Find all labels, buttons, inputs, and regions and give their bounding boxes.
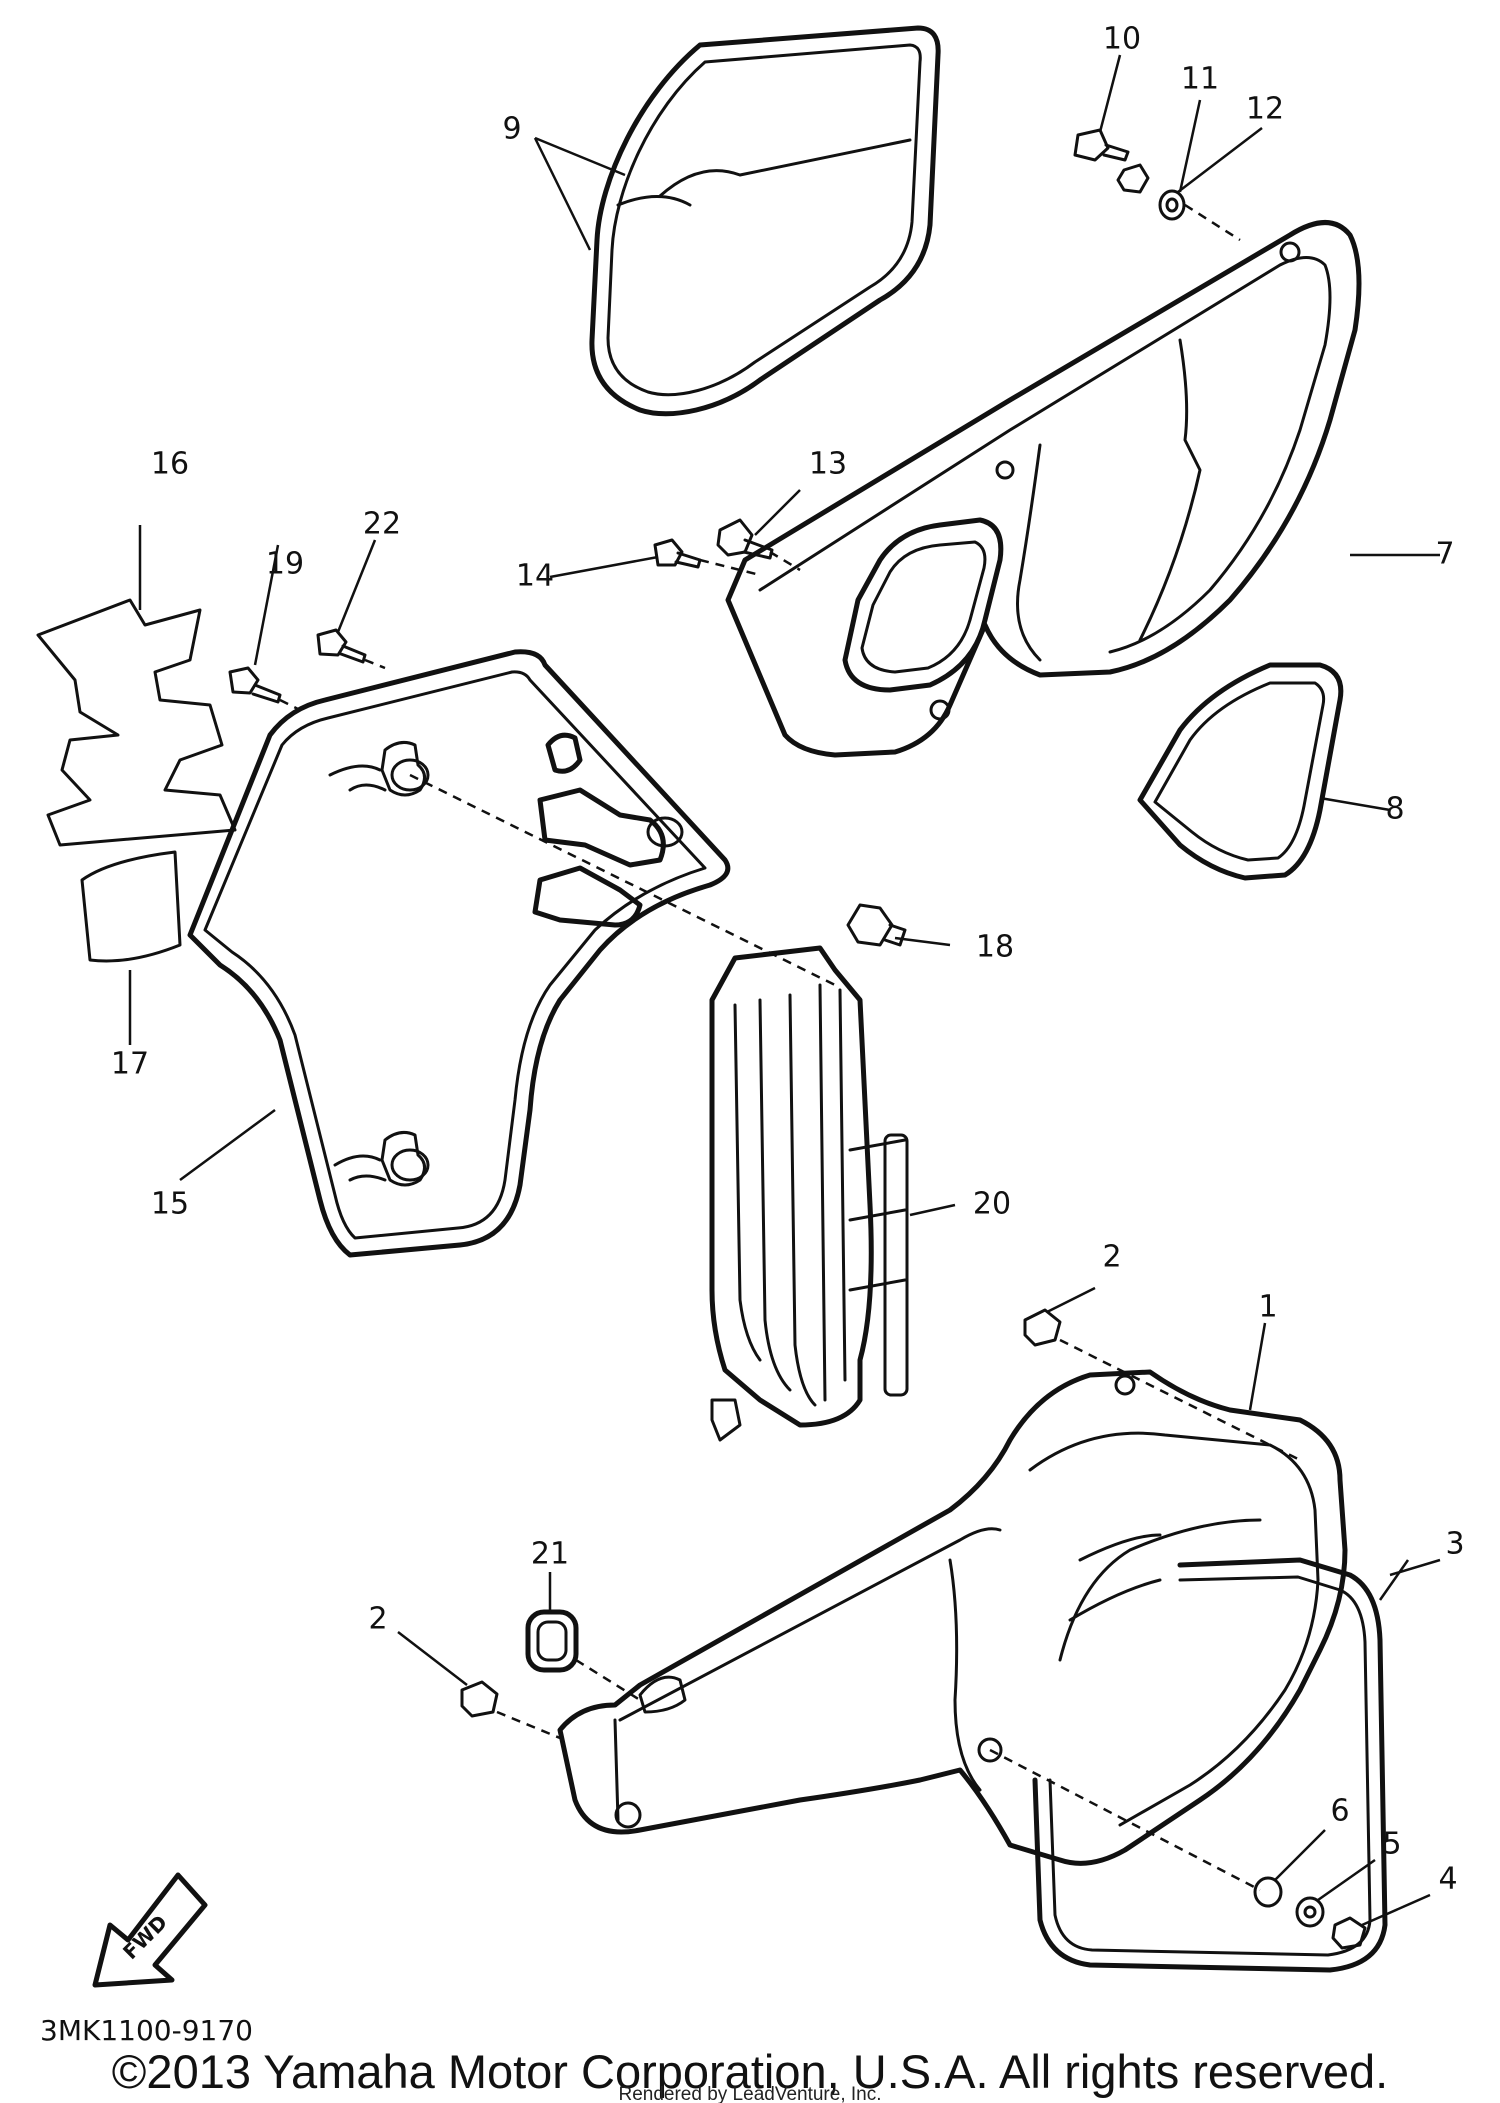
callout-5: 5 bbox=[1382, 1827, 1401, 1862]
callout-19: 19 bbox=[266, 547, 304, 582]
callout-14: 14 bbox=[516, 559, 554, 594]
callout-10: 10 bbox=[1103, 22, 1141, 57]
callout-3: 3 bbox=[1445, 1527, 1464, 1562]
callout-17: 17 bbox=[111, 1047, 149, 1082]
callout-13: 13 bbox=[809, 447, 847, 482]
part-17-pad bbox=[80, 850, 182, 963]
part-8-gasket bbox=[1137, 662, 1344, 881]
callout-22: 22 bbox=[363, 507, 401, 542]
callout-16: 16 bbox=[151, 447, 189, 482]
callout-2-upper: 2 bbox=[1102, 1240, 1121, 1275]
callout-15: 15 bbox=[151, 1187, 189, 1222]
drawing-code: 3MK1100-9170 bbox=[40, 2014, 253, 2047]
callout-9: 9 bbox=[502, 112, 521, 147]
part-20-shroud bbox=[709, 945, 909, 1442]
callout-6: 6 bbox=[1330, 1794, 1349, 1829]
part-1-lower-cover bbox=[557, 1369, 1348, 1866]
leader-lines bbox=[128, 54, 1441, 1927]
callout-21: 21 bbox=[531, 1537, 569, 1572]
callout-11: 11 bbox=[1181, 62, 1219, 97]
part-16-foam bbox=[36, 598, 237, 847]
rendered-by-note: Rendered by LeadVenture, Inc. bbox=[618, 2084, 881, 2103]
callout-8: 8 bbox=[1385, 792, 1404, 827]
copyright-notice: ©2013 Yamaha Motor Corporation, U.S.A. A… bbox=[112, 2045, 1388, 2098]
callout-12: 12 bbox=[1246, 92, 1284, 127]
callout-4: 4 bbox=[1438, 1862, 1457, 1897]
callout-1: 1 bbox=[1258, 1290, 1277, 1325]
callout-2-lower: 2 bbox=[368, 1602, 387, 1637]
part-9-number-plate bbox=[589, 25, 941, 417]
part-7-side-cover bbox=[725, 220, 1362, 758]
callout-20: 20 bbox=[973, 1187, 1011, 1222]
callout-7: 7 bbox=[1435, 537, 1454, 572]
fwd-arrow-icon: FWD bbox=[92, 1872, 208, 1988]
part-15-side-cover bbox=[187, 649, 731, 1258]
callout-18: 18 bbox=[976, 930, 1014, 965]
callout-labels: 1 2 2 3 4 5 6 7 8 9 10 11 12 13 14 15 16… bbox=[111, 22, 1465, 1897]
assembly-lines bbox=[279, 203, 1301, 1892]
fasteners bbox=[228, 128, 1367, 1950]
